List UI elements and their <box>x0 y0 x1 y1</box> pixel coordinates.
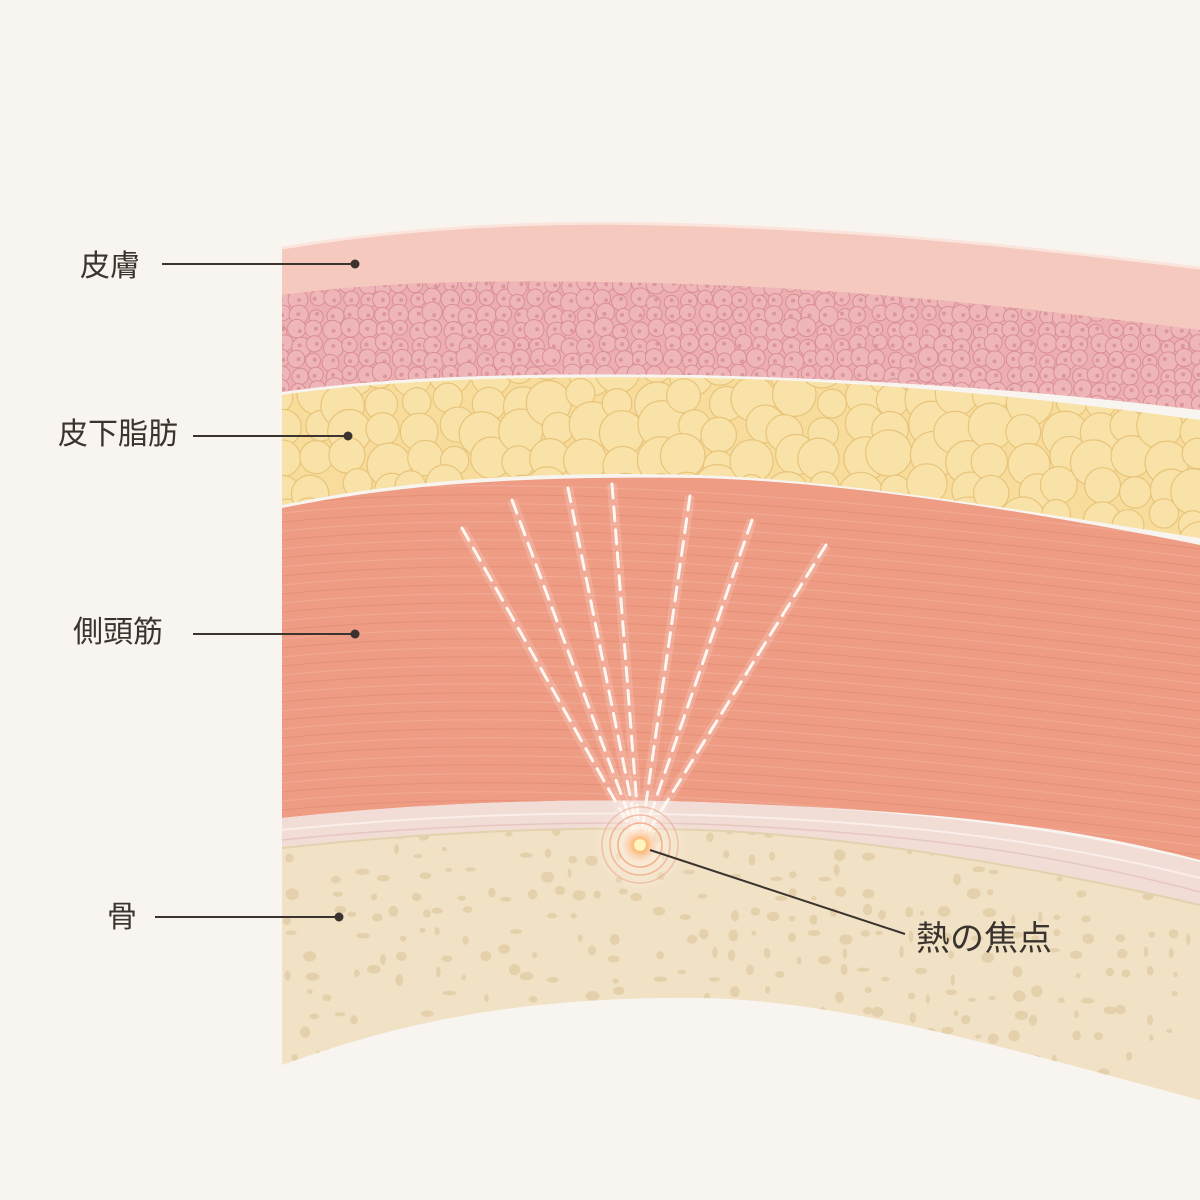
ultrasound-beams <box>457 482 831 848</box>
leader-fat <box>193 431 353 441</box>
leader-muscle <box>193 629 360 639</box>
label-temporalis-muscle: 側頭筋 <box>73 615 163 650</box>
fascia-line-1 <box>281 812 1200 879</box>
label-subcutaneous-fat: 皮下脂肪 <box>58 417 178 452</box>
fascia-layer <box>282 800 1200 905</box>
bone-top-edge <box>281 827 1200 906</box>
fascia-line-2 <box>281 822 1200 893</box>
leader-heat-focus <box>649 849 906 935</box>
skin-layer <box>282 223 1200 335</box>
heat-focus-point <box>592 797 688 893</box>
label-bone: 骨 <box>107 900 137 935</box>
leader-bone <box>155 912 344 922</box>
skin-surface-highlight <box>281 221 1200 270</box>
label-heat-focus: 熱の焦点 <box>916 919 1052 959</box>
label-skin: 皮膚 <box>80 249 140 284</box>
leader-skin <box>162 259 360 269</box>
